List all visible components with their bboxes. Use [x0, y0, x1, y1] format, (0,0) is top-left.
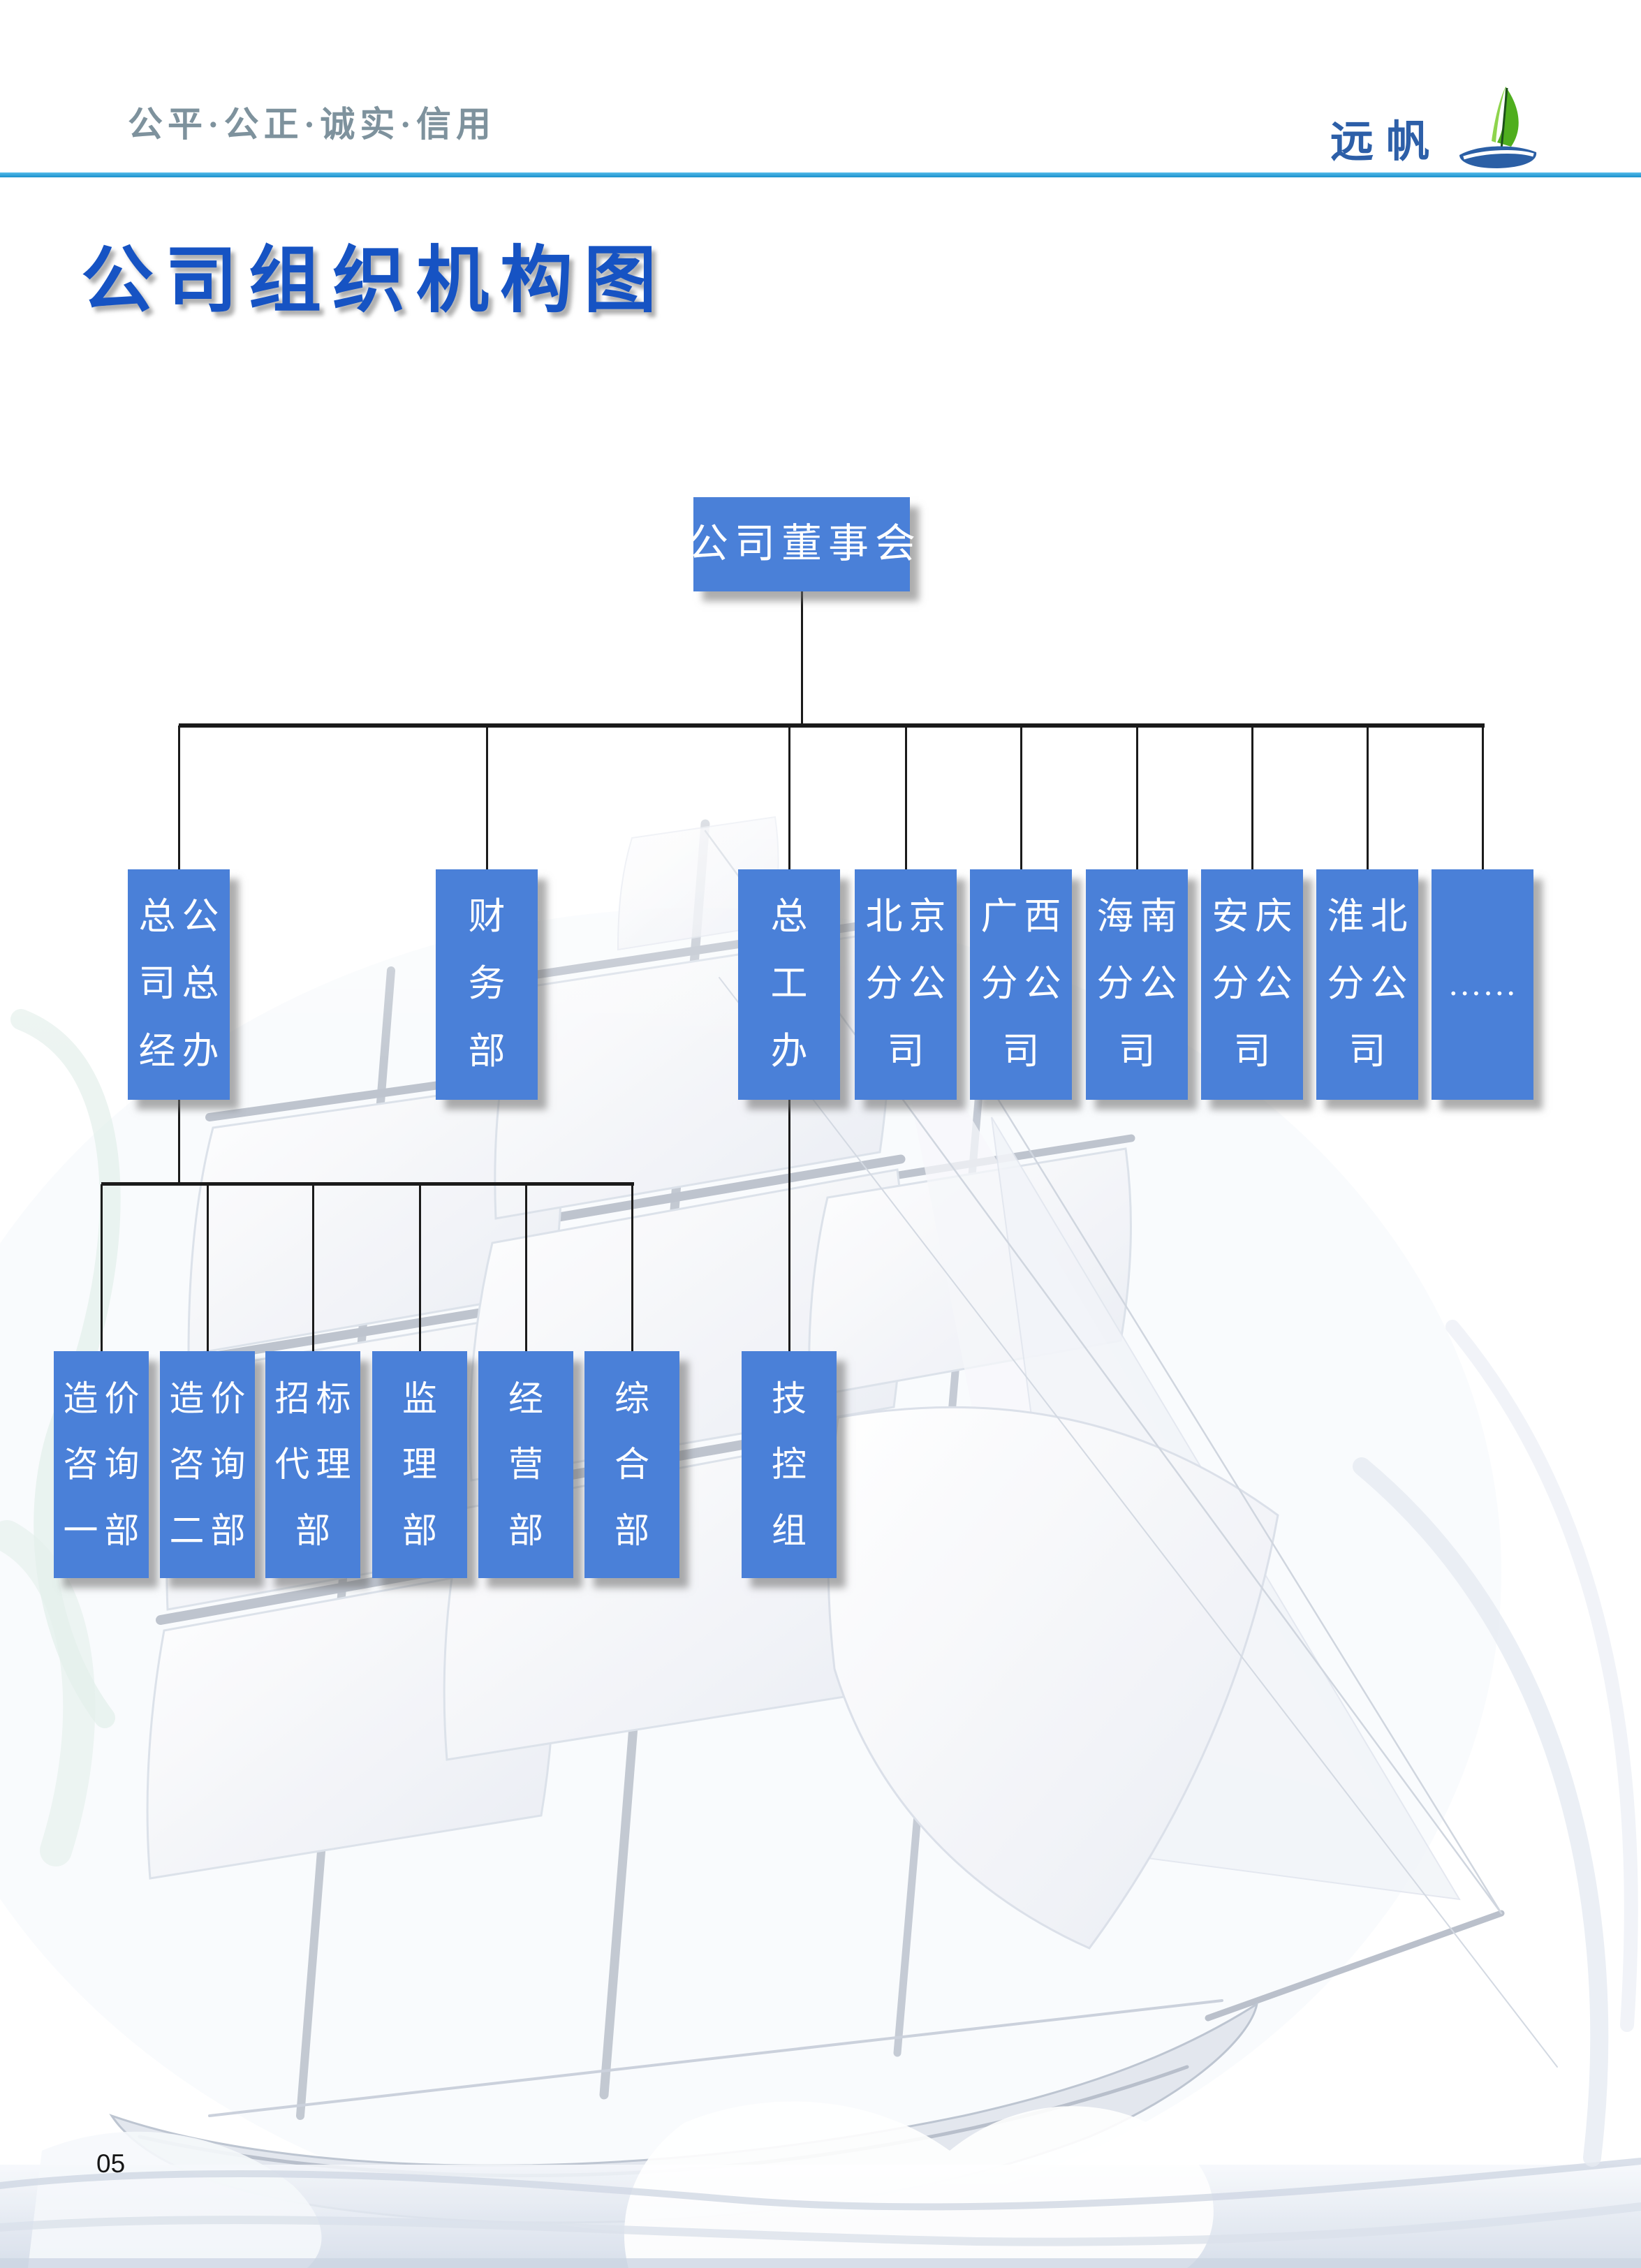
header-divider: [0, 172, 1641, 177]
org-box-text: 合: [615, 1445, 649, 1485]
header-motto: 公平·公正·诚实·信用: [128, 105, 496, 144]
org-box-text: 经: [508, 1378, 543, 1418]
org-box-text: 部: [295, 1510, 330, 1550]
connector-line: [801, 591, 803, 728]
org-box-text: 淮北: [1327, 896, 1414, 937]
org-box-text: 经办: [138, 1031, 226, 1072]
org-box-tech-control-group: 技控组: [742, 1351, 837, 1578]
org-box-text: 北京: [865, 896, 952, 937]
org-box-text: 部: [468, 1031, 506, 1072]
connector-line: [207, 1184, 209, 1351]
org-box-text: 海南: [1096, 896, 1184, 937]
org-box-text: 二部: [169, 1510, 252, 1550]
org-box-text: 综: [615, 1378, 649, 1418]
org-box-huaibei-branch: 淮北分公司: [1316, 869, 1418, 1100]
org-box-text: 总公: [138, 896, 226, 937]
org-box-cost-consulting-dept-1: 造价咨询一部: [54, 1351, 149, 1578]
org-box-text: 分公: [1212, 964, 1299, 1005]
org-box-text: 分公: [865, 964, 952, 1005]
org-box-text: 司: [1002, 1031, 1040, 1072]
org-box-finance-dept: 财务部: [436, 869, 538, 1100]
org-box-text: 分公: [1327, 964, 1414, 1005]
connector-line: [1482, 726, 1484, 869]
org-box-text: 营: [508, 1445, 543, 1485]
org-box-text: ……: [1448, 965, 1517, 1003]
org-box-cost-consulting-dept-2: 造价咨询二部: [160, 1351, 255, 1578]
page-number: 05: [96, 2149, 126, 2178]
org-box-text: 务: [468, 964, 506, 1005]
connector-line: [1136, 726, 1138, 869]
org-box-text: 招标: [274, 1378, 358, 1418]
org-box-text: 安庆: [1212, 896, 1299, 937]
org-box-text: 广西: [980, 896, 1068, 937]
org-box-text: 造价: [169, 1378, 252, 1418]
connector-line: [178, 1100, 180, 1186]
org-box-text: 公司董事会: [688, 521, 922, 567]
connector-line: [179, 723, 1485, 728]
org-box-text: 部: [508, 1510, 543, 1550]
org-box-text: 司: [1118, 1031, 1156, 1072]
org-box-text: 总: [770, 896, 808, 937]
connector-line: [525, 1184, 527, 1351]
org-box-text: 部: [615, 1510, 649, 1550]
org-box-anqing-branch: 安庆分公司: [1201, 869, 1303, 1100]
org-box-text: 部: [402, 1510, 437, 1550]
org-box-hainan-branch: 海南分公司: [1086, 869, 1188, 1100]
connector-line: [101, 1184, 103, 1351]
org-box-text: 分公: [980, 964, 1068, 1005]
org-box-text: 司: [1348, 1031, 1386, 1072]
sailboat-logo-icon: [1459, 87, 1537, 168]
org-box-text: 监: [402, 1378, 437, 1418]
org-box-text: 一部: [63, 1510, 146, 1550]
org-box-text: 理: [402, 1445, 437, 1485]
connector-line: [788, 1100, 790, 1351]
org-box-text: 司: [887, 1031, 925, 1072]
brand-name: 远帆: [1330, 119, 1443, 166]
connector-line: [486, 726, 488, 869]
connector-line: [1367, 726, 1369, 869]
connector-line: [1020, 726, 1022, 869]
connector-line: [101, 1182, 634, 1186]
connector-line: [312, 1184, 314, 1351]
page-title: 公司组织机构图: [81, 241, 668, 321]
org-box-board: 公司董事会: [688, 497, 915, 591]
org-box-text: 财: [468, 896, 506, 937]
connector-line: [178, 726, 180, 869]
org-box-more-branches: ……: [1432, 869, 1533, 1100]
connector-line: [631, 1184, 633, 1351]
org-box-text: 代理: [274, 1445, 358, 1485]
org-box-head-office-gm-office: 总公司总经办: [128, 869, 230, 1100]
org-box-guangxi-branch: 广西分公司: [970, 869, 1072, 1100]
org-box-text: 工: [770, 964, 808, 1005]
org-box-text: 司总: [138, 964, 226, 1005]
org-box-general-dept: 综合部: [584, 1351, 679, 1578]
org-box-text: 分公: [1096, 964, 1184, 1005]
org-box-text: 司: [1233, 1031, 1271, 1072]
org-box-supervision-dept: 监理部: [372, 1351, 467, 1578]
org-box-text: 控: [772, 1445, 807, 1485]
connector-line: [419, 1184, 421, 1351]
connector-line: [1251, 726, 1253, 869]
org-box-text: 办: [770, 1031, 808, 1072]
org-box-chief-engineer-office: 总工办: [738, 869, 840, 1100]
org-box-text: 咨询: [63, 1445, 146, 1485]
connector-line: [905, 726, 907, 869]
org-box-text: 技: [772, 1378, 807, 1418]
connector-line: [788, 726, 790, 869]
org-box-text: 咨询: [169, 1445, 252, 1485]
org-box-bidding-agency-dept: 招标代理部: [265, 1351, 360, 1578]
org-box-beijing-branch: 北京分公司: [855, 869, 957, 1100]
org-box-text: 组: [772, 1510, 807, 1550]
org-box-text: 造价: [63, 1378, 146, 1418]
org-box-operations-dept: 经营部: [478, 1351, 573, 1578]
